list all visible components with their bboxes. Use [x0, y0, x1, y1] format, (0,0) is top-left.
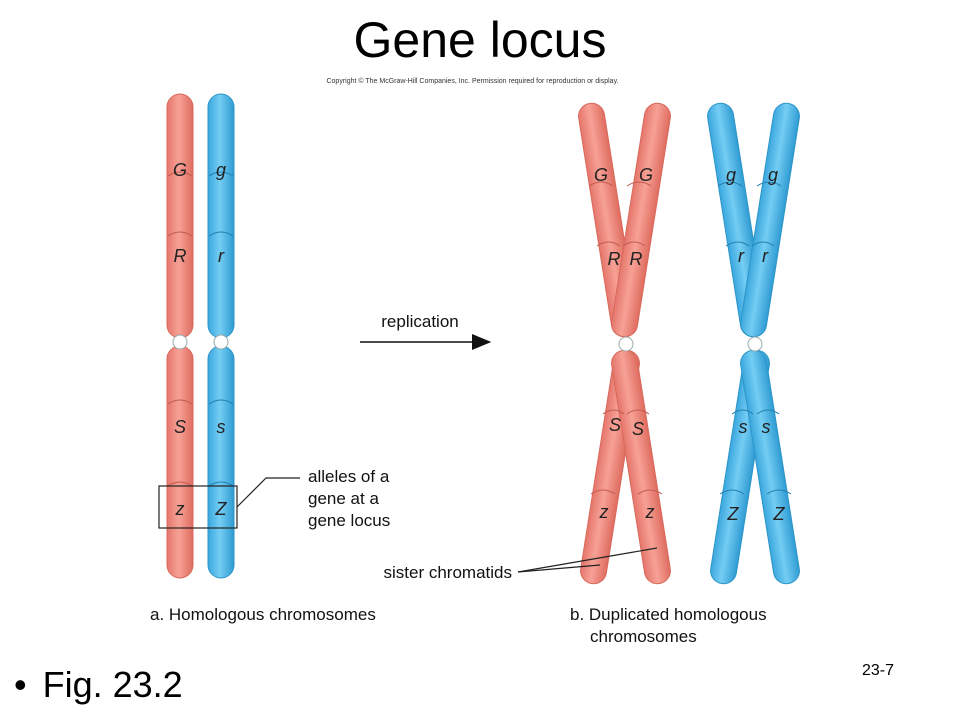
allele-label: z [645, 502, 655, 522]
callout-text: sister chromatids [384, 563, 512, 582]
replication-arrow: replication [360, 312, 492, 350]
caption-b-line2: chromosomes [590, 627, 697, 646]
allele-label: g [726, 165, 736, 185]
allele-label: g [216, 160, 226, 180]
caption-a: a. Homologous chromosomes [150, 605, 376, 624]
allele-label: g [768, 165, 778, 185]
centromere [172, 334, 188, 350]
allele-label: z [599, 502, 609, 522]
allele-label: r [738, 246, 745, 266]
allele-label: R [608, 249, 621, 269]
allele-label: G [639, 165, 653, 185]
allele-label: Z [727, 504, 740, 524]
callout-line: gene locus [308, 511, 390, 530]
panel-a-chromosomes: G R S z g r s Z [158, 93, 238, 579]
allele-label: s [739, 417, 748, 437]
allele-label: G [173, 160, 187, 180]
allele-label: r [218, 246, 225, 266]
allele-label: s [762, 417, 771, 437]
panel-b-chromosomes: G G R R S S z z g g r r s s Z Z [578, 102, 800, 585]
pink-chromosome [166, 93, 194, 579]
arrow-label: replication [381, 312, 459, 331]
allele-label: G [594, 165, 608, 185]
slide-number: 23-7 [862, 662, 895, 679]
callout-line: alleles of a [308, 467, 390, 486]
allele-label: R [630, 249, 643, 269]
allele-label: Z [215, 499, 228, 519]
allele-label: S [632, 419, 644, 439]
centromere [213, 334, 229, 350]
allele-label: Z [773, 504, 786, 524]
allele-label: z [175, 499, 185, 519]
caption-b-line1: b. Duplicated homologous [570, 605, 767, 624]
allele-label: R [174, 246, 187, 266]
bullet-dot-icon: • [14, 664, 27, 705]
callout-line: gene at a [308, 489, 379, 508]
sister-chromatids-callout: sister chromatids [384, 547, 658, 582]
slide-title: Gene locus [353, 12, 607, 68]
allele-label: S [174, 417, 186, 437]
bullet-item: • Fig. 23.2 [14, 660, 183, 710]
allele-label: s [217, 417, 226, 437]
centromere [618, 336, 634, 352]
centromere [747, 336, 763, 352]
allele-label: r [762, 246, 769, 266]
alleles-callout: alleles of a gene at a gene locus [236, 467, 390, 530]
copyright-notice: Copyright © The McGraw-Hill Companies, I… [326, 78, 619, 85]
pink-duplicated-chromosome [578, 102, 671, 585]
allele-label: S [609, 415, 621, 435]
bullet-text: Fig. 23.2 [42, 664, 183, 705]
